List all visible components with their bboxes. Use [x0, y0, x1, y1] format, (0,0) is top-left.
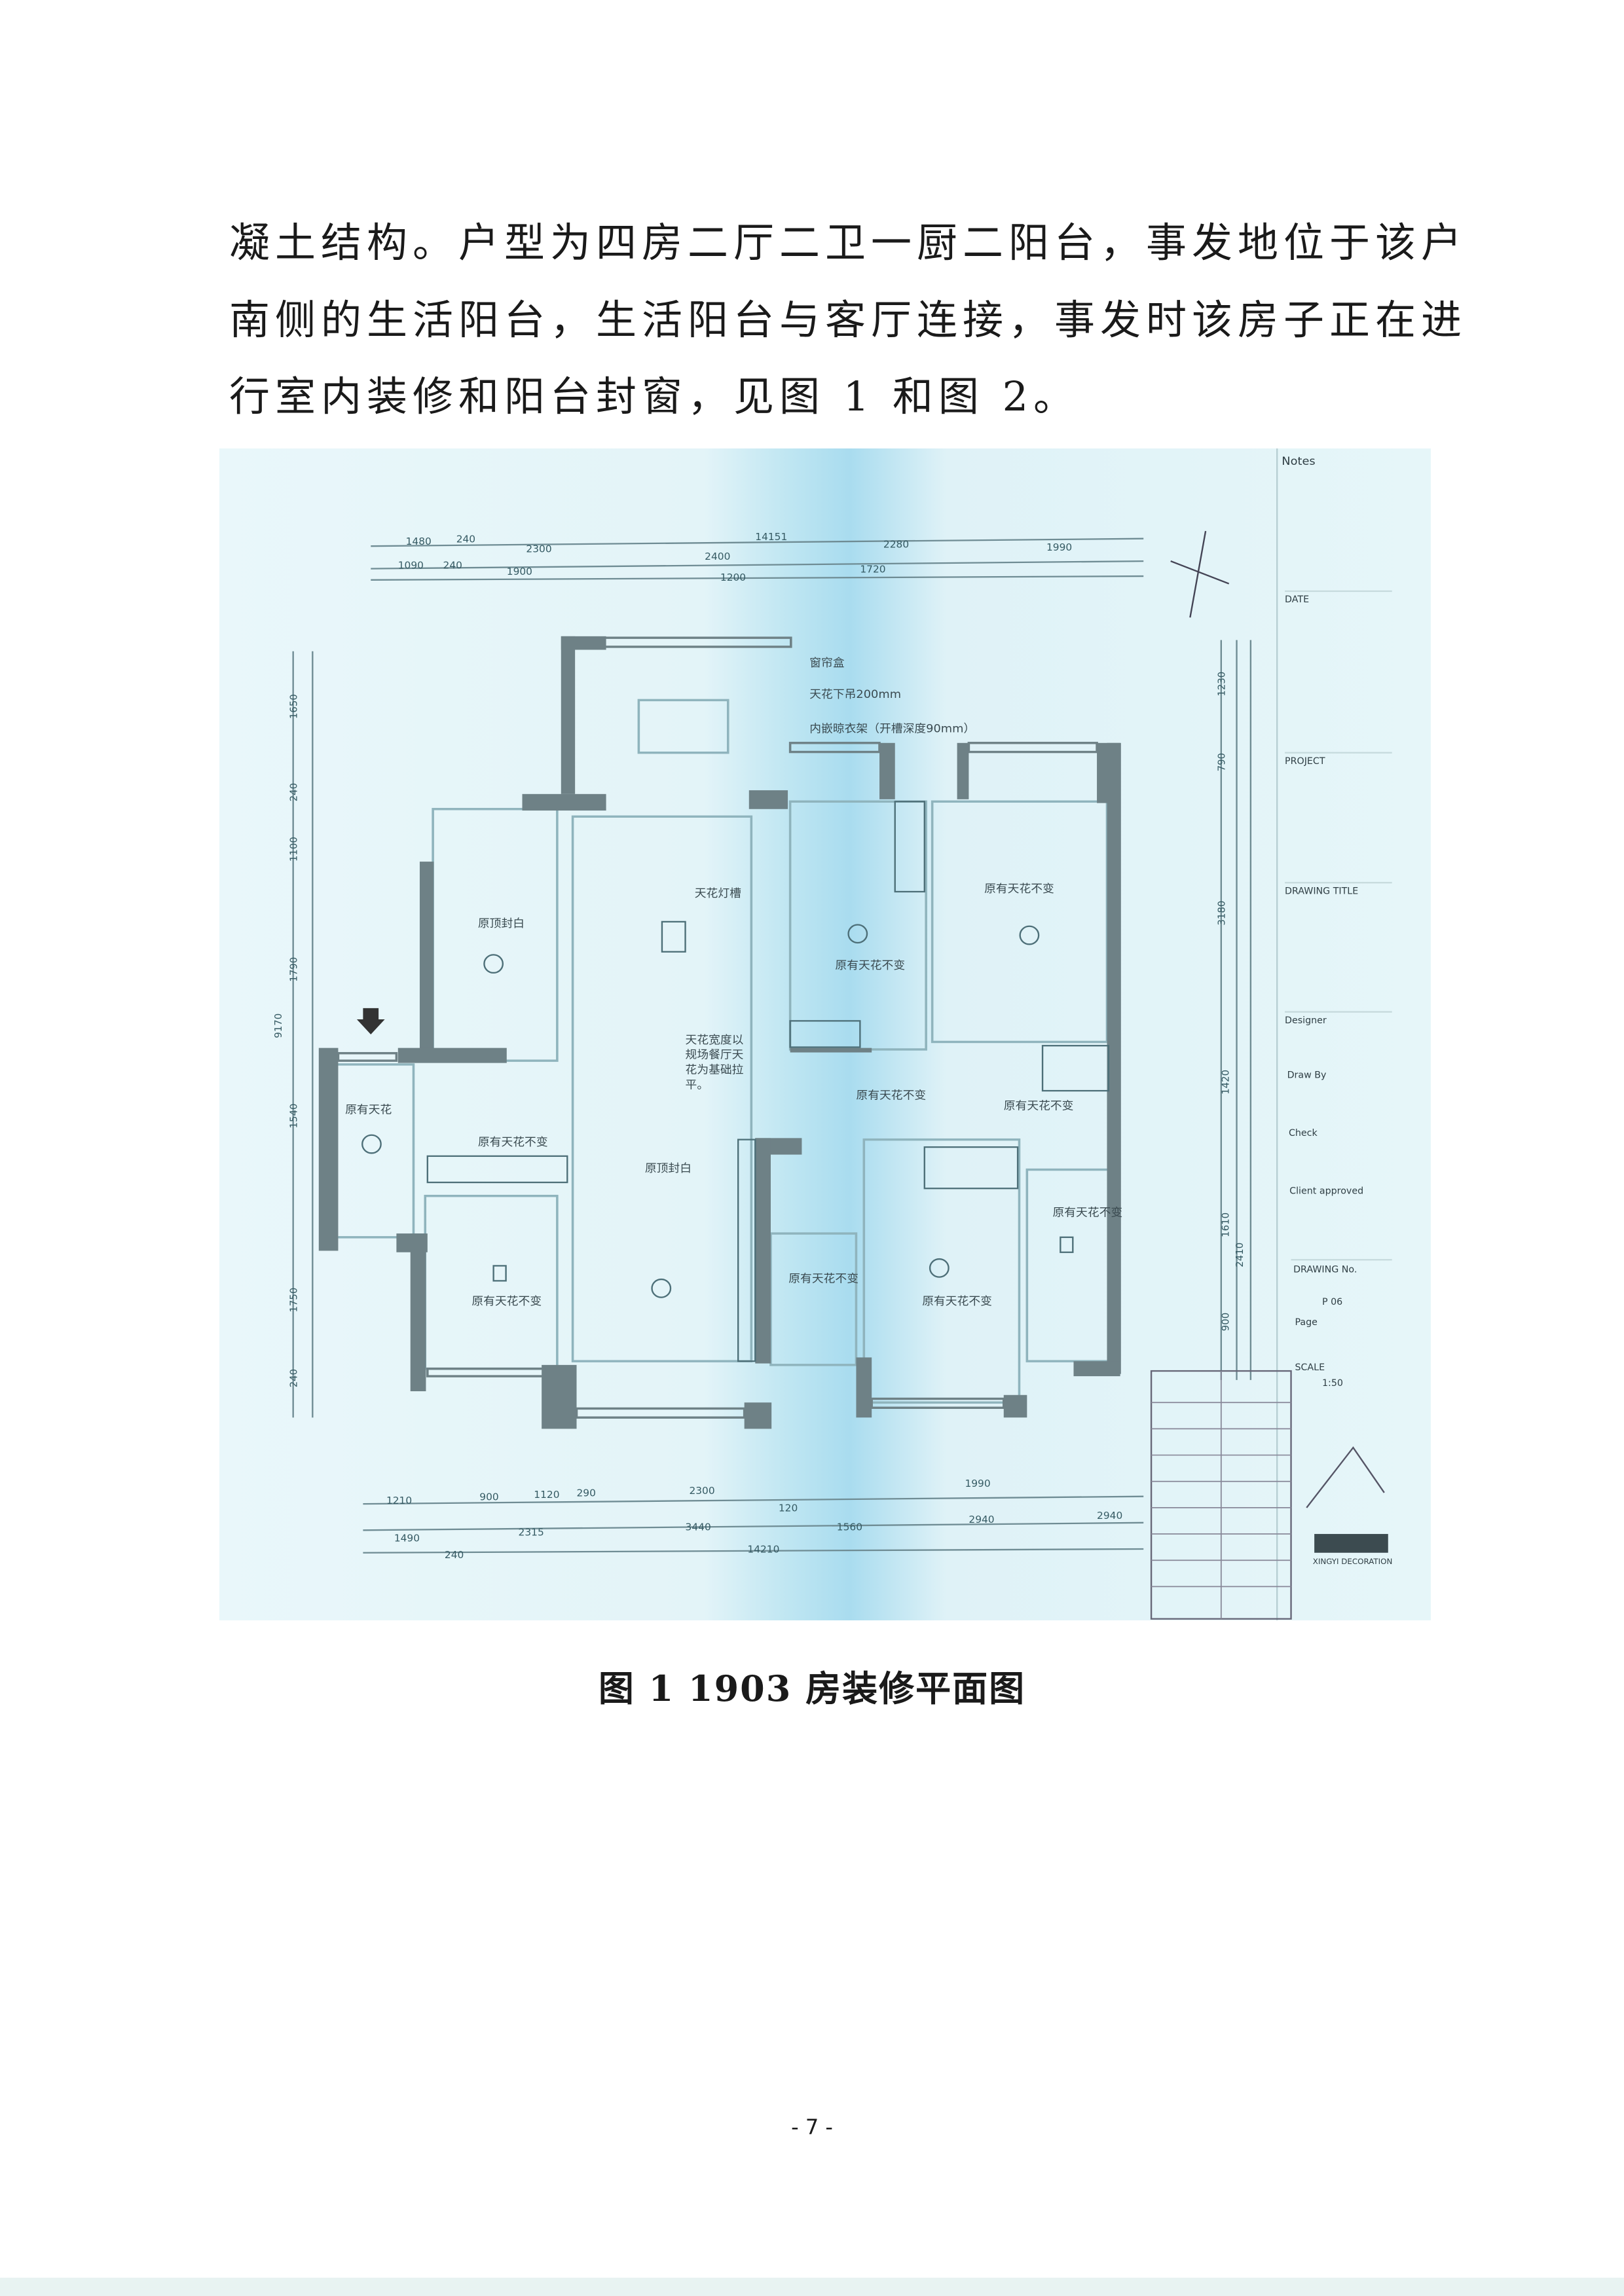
- dim-label: 1090: [398, 560, 424, 572]
- dim-label: 1120: [534, 1489, 559, 1501]
- designer-label: Designer: [1285, 1015, 1327, 1026]
- room-labels: 原顶封白 天花灯槽 原有天花不变 原有天花不变 原有天花 原有天花不变 原顶封白…: [345, 657, 1122, 1308]
- dim-label: 1210: [386, 1495, 412, 1506]
- room-label: 原有天花不变: [1004, 1100, 1074, 1113]
- dim-label: 2410: [1234, 1243, 1246, 1267]
- dim-label: 2940: [1097, 1510, 1122, 1522]
- dim-label: 240: [445, 1549, 464, 1561]
- dim-label: 1790: [287, 957, 299, 982]
- room-label: 原有天花不变: [478, 1136, 548, 1149]
- dim-label: 290: [577, 1487, 596, 1499]
- title-block: Notes DATE PROJECT DRAWING TITLE Designe…: [1150, 448, 1393, 1620]
- dim-label: 1990: [965, 1478, 990, 1489]
- company-logo: [1306, 1446, 1385, 1508]
- dim-label: 1230: [1216, 672, 1228, 697]
- dim-label: 1490: [394, 1533, 420, 1544]
- dim-label: 120: [779, 1503, 798, 1514]
- dim-label: 1200: [720, 572, 746, 583]
- room-label: 原有天花不变: [471, 1295, 542, 1308]
- ceiling-note: 规场餐厅天: [686, 1049, 744, 1062]
- date-label: DATE: [1285, 594, 1309, 605]
- dim-label: 900: [479, 1491, 498, 1503]
- room-label: 原有天花: [345, 1104, 392, 1117]
- dim-label: 240: [287, 783, 299, 801]
- room-label: 原有天花不变: [984, 883, 1054, 896]
- dim-label: 790: [1216, 753, 1228, 771]
- drawing-no-label: DRAWING No.: [1293, 1265, 1357, 1275]
- ceiling-note: 天花宽度以: [686, 1034, 744, 1047]
- dim-label: 2300: [526, 543, 551, 555]
- check-label: Check: [1289, 1128, 1318, 1139]
- dim-label: 900: [1219, 1313, 1231, 1331]
- dim-label: 3440: [686, 1522, 711, 1533]
- dim-label: 240: [456, 534, 475, 545]
- dim-label: 14210: [747, 1544, 779, 1556]
- callout-label: 天花下吊200mm: [809, 688, 901, 701]
- scale-label: SCALE: [1295, 1362, 1325, 1373]
- dim-label: 1420: [1219, 1070, 1231, 1095]
- windows: [337, 636, 1098, 1419]
- compass-icon: [1170, 531, 1230, 618]
- dim-label: 1990: [1046, 541, 1072, 553]
- dim-label: 1900: [507, 566, 532, 577]
- dim-label: 1750: [287, 1288, 299, 1313]
- dim-label: 2400: [705, 551, 730, 562]
- dimension-lines: [292, 538, 1252, 1554]
- dim-label: 2940: [969, 1514, 994, 1525]
- walls: [318, 636, 1121, 1429]
- callout-label: 内嵌晾衣架（开槽深度90mm）: [809, 723, 975, 736]
- notes-label: Notes: [1282, 455, 1315, 468]
- dim-label: 240: [287, 1369, 299, 1387]
- company-name: XINGYI DECORATION: [1313, 1557, 1393, 1566]
- scale-value: 1:50: [1322, 1378, 1343, 1389]
- drawing-title-label: DRAWING TITLE: [1285, 886, 1358, 897]
- room-label: 原有天花不变: [788, 1273, 858, 1286]
- dim-label: 9170: [272, 1013, 284, 1038]
- dim-label: 1650: [287, 694, 299, 719]
- room-label: 原顶封白: [478, 917, 525, 930]
- page-number: - 7 -: [791, 2115, 833, 2140]
- fixtures: [361, 801, 1110, 1362]
- dim-label: 2315: [519, 1527, 544, 1539]
- ceiling-note: 平。: [686, 1079, 709, 1092]
- client-approved-label: Client approved: [1289, 1186, 1363, 1196]
- room-label: 天花灯槽: [695, 887, 741, 900]
- ceiling-note: 花为基础拉: [686, 1064, 744, 1077]
- dim-label: 2300: [689, 1485, 714, 1497]
- dim-label: 1560: [837, 1522, 862, 1533]
- body-line-3: 行室内装修和阳台封窗，见图 1 和图 2。: [229, 373, 1080, 420]
- dim-label: 1480: [406, 536, 432, 547]
- figure-caption: 图 1 1903 房装修平面图: [598, 1667, 1026, 1709]
- dim-label: 14151: [755, 531, 787, 543]
- room-label: 原有天花不变: [835, 959, 905, 972]
- dimension-labels: 1480 240 2300 14151 2280 1990 1090 240 1…: [272, 531, 1246, 1560]
- company-logo-wordmark: [1314, 1534, 1388, 1553]
- body-line-2: 南侧的生活阳台，生活阳台与客厅连接，事发时该房子正在进: [229, 296, 1467, 344]
- room-label: 原有天花不变: [856, 1089, 926, 1102]
- draw-by-label: Draw By: [1287, 1070, 1327, 1081]
- body-line-1: 凝土结构。户型为四房二厅二卫一厨二阳台，事发地位于该户: [229, 219, 1467, 266]
- drawing-no: P 06: [1322, 1297, 1342, 1307]
- dim-label: 3180: [1216, 901, 1228, 926]
- floor-plan-drawing: 1480 240 2300 14151 2280 1990 1090 240 1…: [272, 448, 1393, 1620]
- arrow-down-icon: [356, 1008, 385, 1034]
- room-label: 原有天花不变: [1052, 1207, 1122, 1220]
- callout-label: 窗帘盒: [809, 657, 845, 670]
- page-label: Page: [1295, 1317, 1317, 1328]
- dim-label: 1540: [287, 1103, 299, 1128]
- dim-label: 2280: [883, 539, 909, 551]
- dim-label: 1610: [1219, 1212, 1231, 1237]
- dim-label: 1720: [860, 564, 885, 575]
- room-label: 原有天花不变: [922, 1295, 992, 1308]
- dim-label: 1100: [287, 837, 299, 862]
- project-label: PROJECT: [1285, 756, 1325, 767]
- floor-plan-figure: 1480 240 2300 14151 2280 1990 1090 240 1…: [219, 448, 1431, 1620]
- scan-edge: [0, 2278, 1624, 2296]
- dim-label: 240: [443, 560, 462, 572]
- room-label: 原顶封白: [645, 1162, 692, 1175]
